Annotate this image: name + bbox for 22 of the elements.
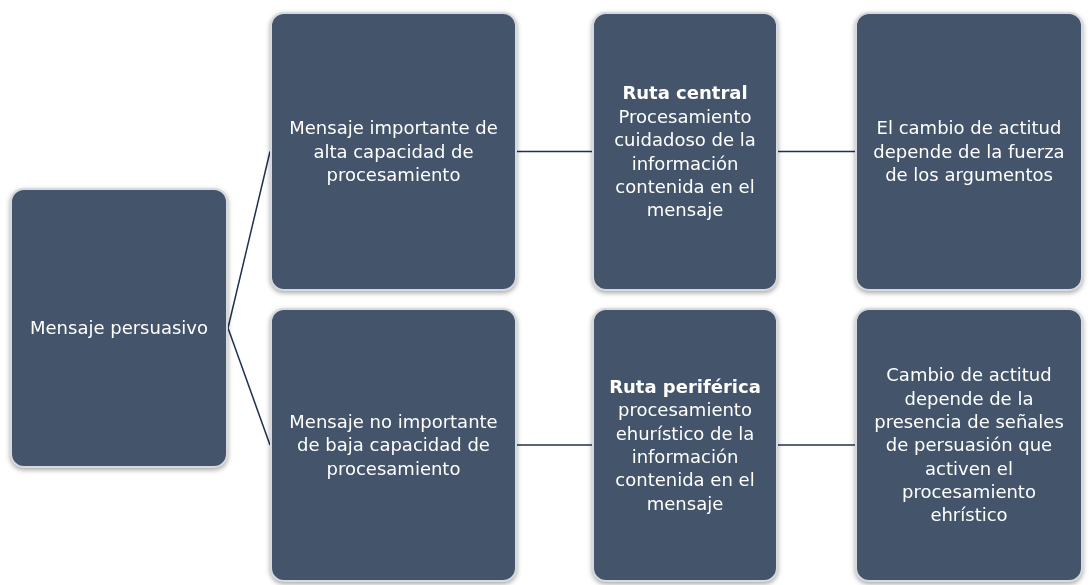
process-box xyxy=(855,12,1083,291)
process-box xyxy=(270,12,517,291)
process-box xyxy=(10,188,228,468)
box-text: Procesamiento cuidadoso de la información contenida en el mensaje xyxy=(613,104,757,222)
connector-line xyxy=(516,150,593,153)
box-text: procesamiento ehurístico de la información contenida en el mensaje xyxy=(614,398,756,516)
process-box xyxy=(592,308,778,582)
connector-line xyxy=(516,444,593,446)
process-box xyxy=(592,12,778,291)
connector-line xyxy=(777,444,856,446)
box-text: Mensaje no importante de baja capacidad de procesamiento xyxy=(288,409,499,481)
box-heading: Ruta central xyxy=(622,81,748,105)
connector-line xyxy=(227,150,271,329)
process-box xyxy=(855,308,1083,582)
box-text: Mensaje importante de alta capacidad de procesamiento xyxy=(288,116,499,187)
process-box xyxy=(270,308,517,582)
box-heading: Ruta periférica xyxy=(609,374,761,399)
box-text: Mensaje persuasivo xyxy=(30,316,208,340)
connector-line xyxy=(227,327,271,446)
box-text: El cambio de actitud depende de la fuerza de los argumentos xyxy=(872,116,1066,187)
box-text: Cambio de actitud depende de la presencia de señales de persuasión que activen el procesamiento ehrístico xyxy=(873,363,1065,527)
connector-line xyxy=(777,150,856,153)
